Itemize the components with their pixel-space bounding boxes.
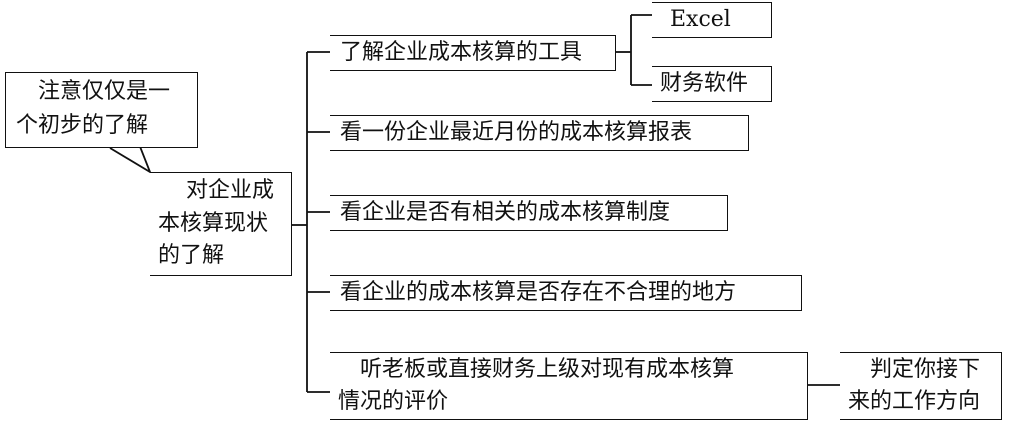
callout-note: 注意仅仅是一 个初步的了解 [5,72,198,148]
callout-line-1: 注意仅仅是一 [38,79,171,104]
callout-line-2: 个初步的了解 [16,113,149,138]
branch-label-4: 看企业的成本核算是否存在不合理的地方 [340,280,737,305]
branch-node-1: 了解企业成本核算的工具 [330,35,616,71]
branch-label-2: 看一份企业最近月份的成本核算报表 [340,120,693,145]
tool-node-excel: Excel [652,2,772,38]
outcome-node: 判定你接下 来的工作方向 [840,352,1002,420]
root-line-1: 对企业成 [186,178,275,203]
branch-node-4: 看企业的成本核算是否存在不合理的地方 [330,275,802,311]
branch-node-5: 听老板或直接财务上级对现有成本核算 情况的评价 [330,352,808,420]
tool-node-finance-software: 财务软件 [652,66,772,102]
branch-node-3: 看企业是否有相关的成本核算制度 [330,195,728,231]
branch-label-1: 了解企业成本核算的工具 [340,40,583,65]
root-node: 对企业成 本核算现状 的了解 [150,172,292,276]
tool-label-finance-software: 财务软件 [660,71,749,96]
tool-label-excel: Excel [670,7,731,32]
branch-node-2: 看一份企业最近月份的成本核算报表 [330,115,749,151]
branch-line-5a: 听老板或直接财务上级对现有成本核算 [360,357,735,382]
outcome-line-1: 判定你接下 [870,357,981,382]
branch-label-3: 看企业是否有相关的成本核算制度 [340,200,671,225]
outcome-line-2: 来的工作方向 [848,389,981,414]
root-line-2: 本核算现状 [158,211,269,236]
root-line-3: 的了解 [158,243,225,268]
branch-line-5b: 情况的评价 [338,389,449,414]
